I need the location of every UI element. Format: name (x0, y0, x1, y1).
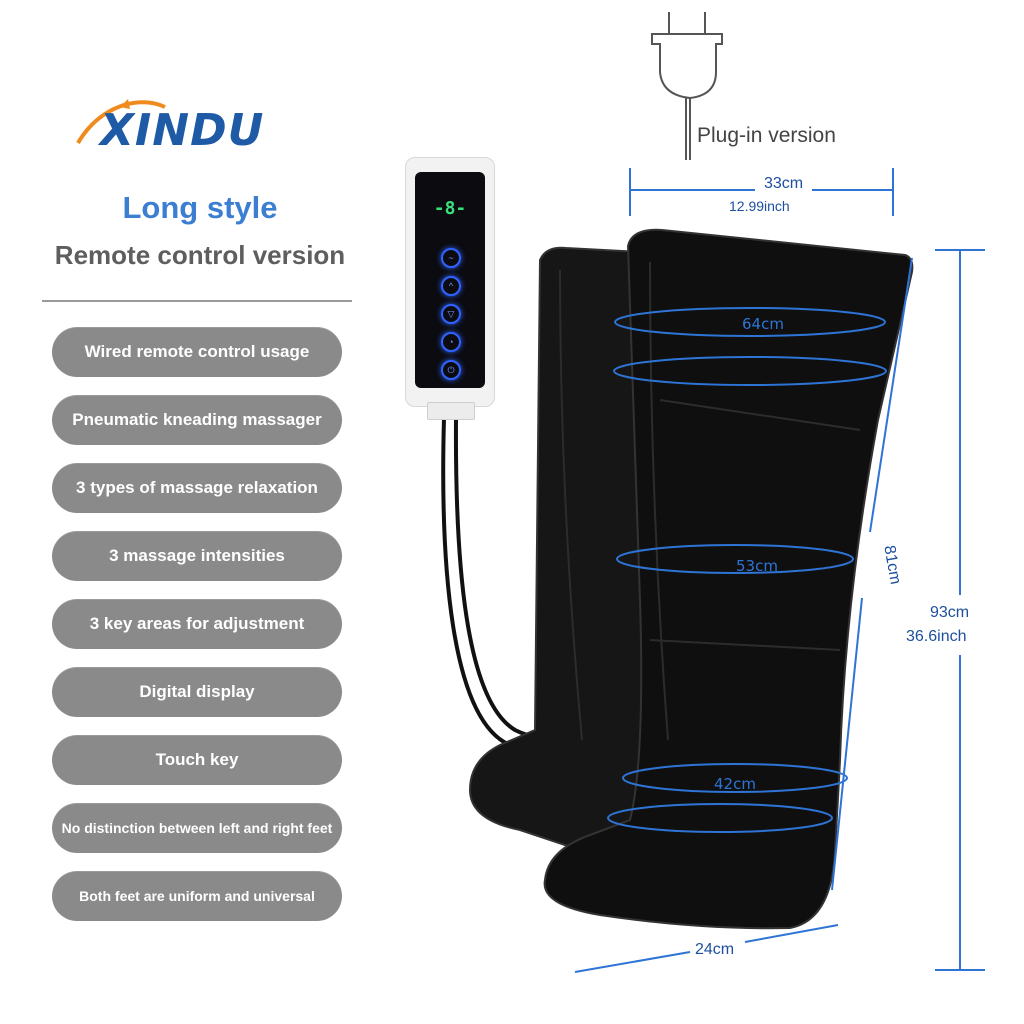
circumference-rings (607, 307, 887, 833)
remote-control: -8- ~ ^ ▽ ◔ ⏻ (405, 157, 495, 407)
feature-pill: Wired remote control usage (52, 327, 342, 377)
feature-pill: Touch key (52, 735, 342, 785)
feature-pill: Both feet are uniform and universal (52, 871, 342, 921)
mode-button-icon[interactable]: ~ (441, 248, 461, 268)
power-button-icon[interactable]: ⏻ (441, 360, 461, 380)
brand-logo: XINDU (70, 95, 290, 165)
top-width-cm: 33cm (764, 175, 804, 192)
divider (42, 300, 352, 302)
feature-pill: No distinction between left and right fe… (52, 803, 342, 853)
right-boot (543, 228, 914, 930)
dimension-lines (574, 168, 985, 973)
upper-circumference: 64cm (742, 315, 784, 333)
remote-face: -8- ~ ^ ▽ ◔ ⏻ (415, 172, 485, 388)
mid-circumference: 53cm (736, 557, 778, 575)
version-title: Remote control version (54, 240, 346, 270)
plug-label: Plug-in version (697, 124, 836, 147)
remote-connector (427, 402, 475, 420)
logo-text: XINDU (100, 105, 265, 156)
intensity-button-icon[interactable]: ^ (441, 276, 461, 296)
feature-pill: 3 massage intensities (52, 531, 342, 581)
style-title: Long style (122, 190, 278, 225)
plug-icon (651, 12, 723, 160)
area-button-icon[interactable]: ▽ (441, 304, 461, 324)
feature-pill: Pneumatic kneading massager (52, 395, 342, 445)
feature-pill: Digital display (52, 667, 342, 717)
foot-length: 24cm (695, 941, 735, 958)
logo-swoosh-icon (76, 99, 166, 145)
feature-pill: 3 types of massage relaxation (52, 463, 342, 513)
ankle-circumference: 42cm (714, 775, 756, 793)
digital-display: -8- (433, 198, 467, 219)
top-width-inch: 12.99inch (729, 198, 790, 214)
time-button-icon[interactable]: ◔ (441, 332, 461, 352)
feature-pill: 3 key areas for adjustment (52, 599, 342, 649)
feature-list: Wired remote control usage Pneumatic kne… (52, 327, 342, 939)
total-height-cm: 93cm (930, 604, 970, 621)
total-height-inch: 36.6inch (906, 628, 967, 645)
boot-seams (559, 261, 861, 741)
